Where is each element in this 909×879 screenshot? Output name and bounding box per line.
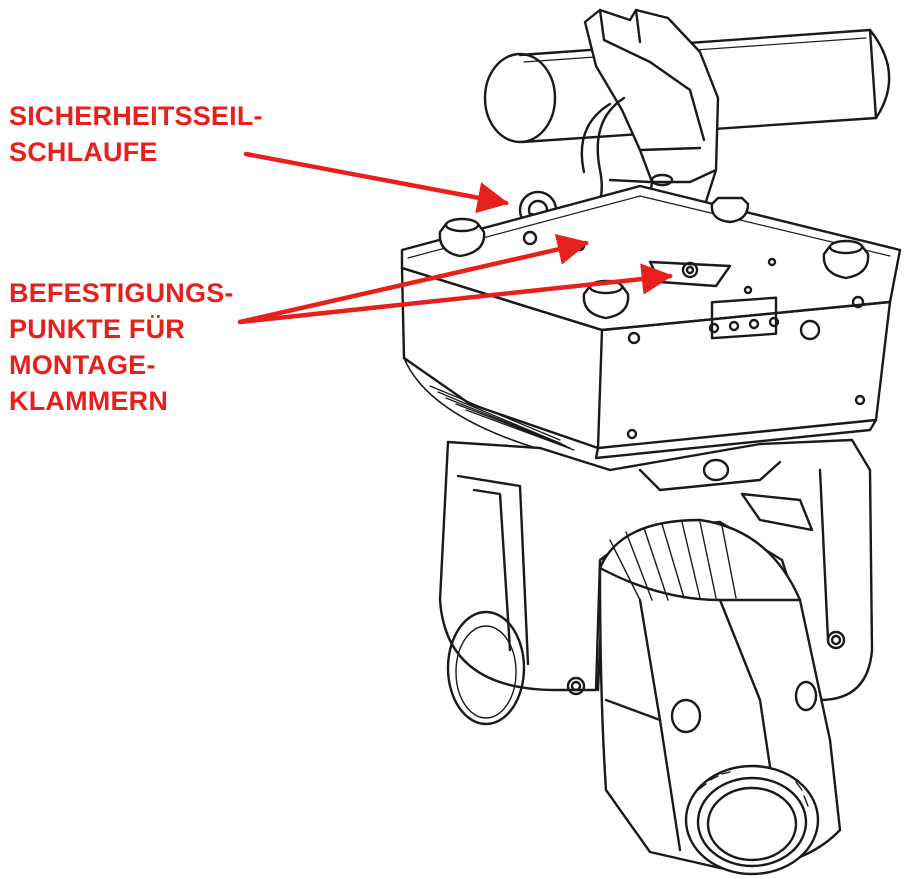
safety-loop-label: SICHERHEITSSEIL- SCHLAUFE — [9, 98, 263, 170]
moving-head — [598, 518, 842, 876]
mounting-point-arrow-lower — [237, 263, 674, 325]
mounting-point-arrow-upper — [237, 233, 590, 325]
mounting-points-label: BEFESTIGUNGS- PUNKTE FÜR MONTAGE- KLAMME… — [9, 275, 234, 419]
mounting-points-label-line-2: PUNKTE FÜR — [9, 314, 185, 344]
mounting-points-label-line-1: BEFESTIGUNGS- — [9, 278, 234, 308]
rubber-feet — [438, 196, 870, 320]
yoke — [438, 438, 874, 726]
base-housing — [400, 184, 902, 460]
fixture-line-art — [400, 8, 902, 876]
safety-loop-label-line-1: SICHERHEITSSEIL- — [9, 101, 263, 131]
mounting-points-label-line-3: MONTAGE- — [9, 350, 156, 380]
mounting-points-label-line-4: KLAMMERN — [9, 386, 169, 416]
callout-arrows — [237, 151, 674, 325]
safety-loop-label-line-2: SCHLAUFE — [9, 137, 158, 167]
safety-loop-arrow — [243, 151, 510, 214]
